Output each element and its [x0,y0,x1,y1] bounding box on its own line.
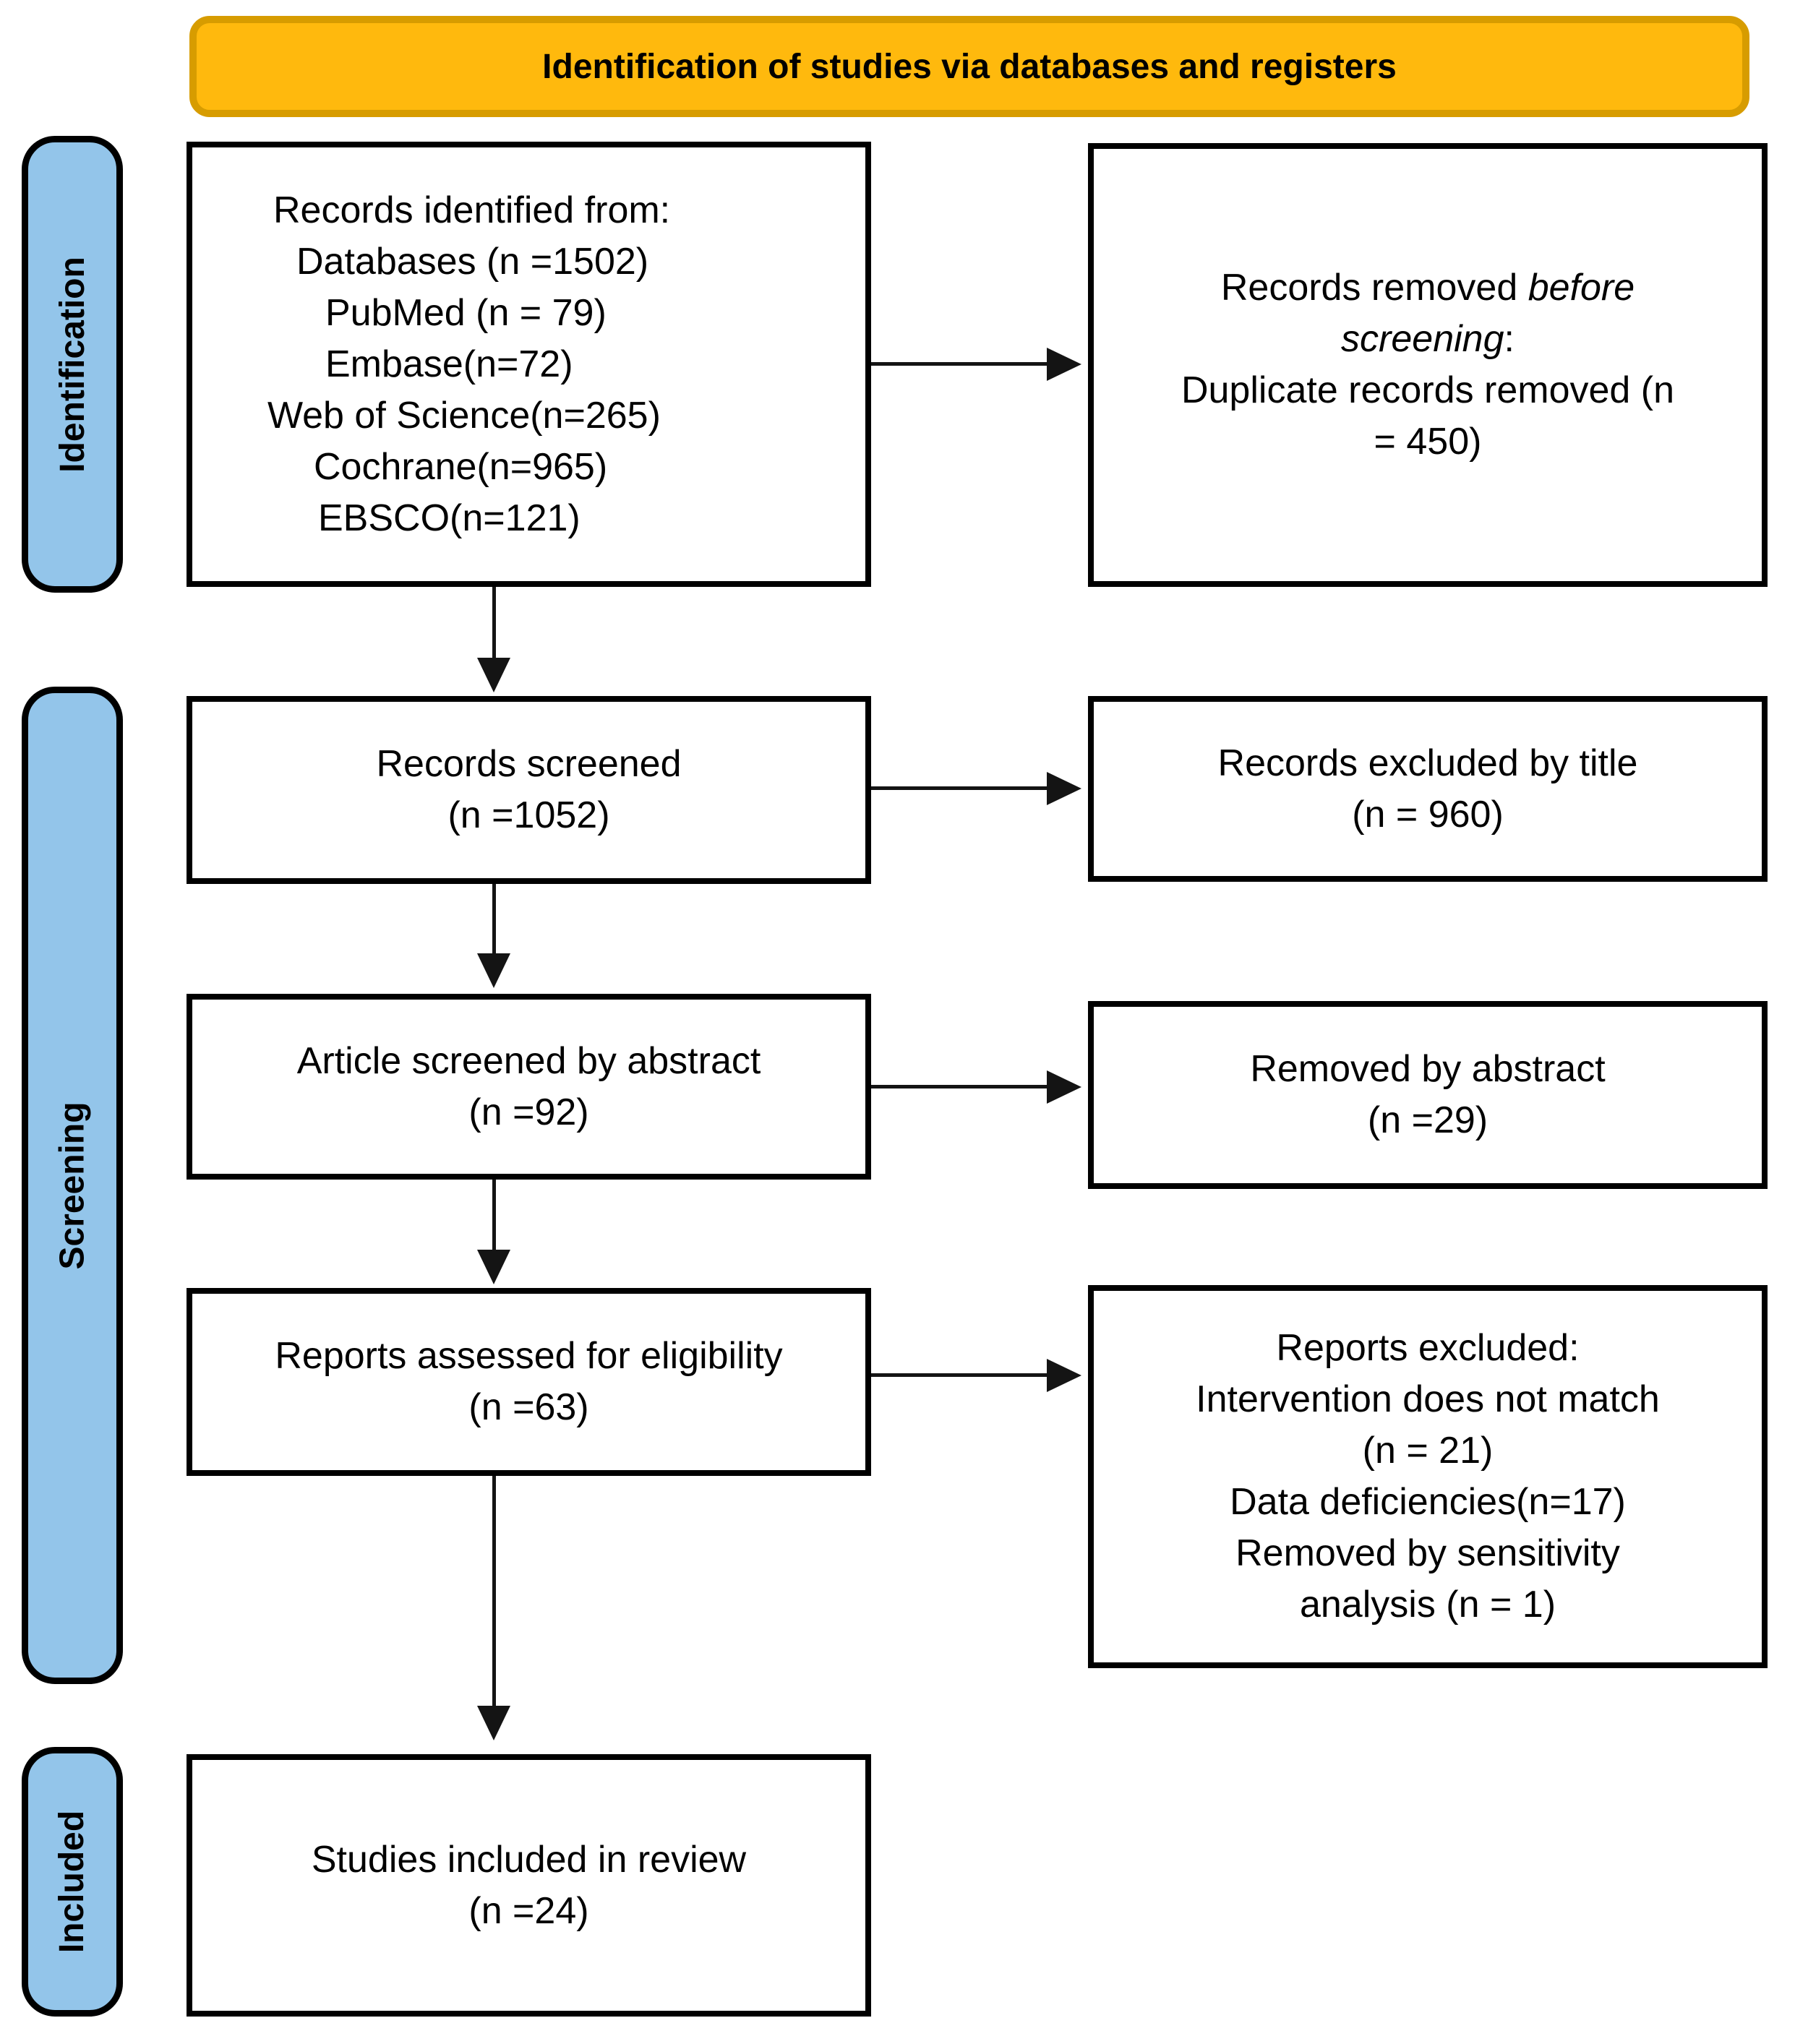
records-identified-line: EBSCO(n=121) [318,497,581,539]
reports-excluded-line: Removed by sensitivity [1235,1532,1620,1574]
arrow-assessed-to-included-head [477,1706,510,1740]
arrow-assessed-to-reports-excluded-head [1047,1359,1081,1392]
arrow-screened-to-abstract-head [477,953,510,988]
box-studies-included: Studies included in review (n =24) [187,1754,871,2017]
stage-label-included-text: Included [53,1810,92,1954]
box-records-excluded-by-title: Records excluded by title (n = 960) [1088,696,1768,882]
records-identified-line: Cochrane(n=965) [314,445,608,488]
stage-label-identification: Identification [22,136,123,593]
reports-excluded-line: Reports excluded: [1276,1327,1580,1369]
records-removed-line: = 450) [1374,421,1482,463]
records-removed-line: screening: [1341,318,1515,360]
arrow-assessed-to-included [492,1476,496,1707]
stage-label-screening-text: Screening [53,1101,92,1270]
records-identified-line: Records identified from: [273,189,671,231]
box-reports-assessed: Reports assessed for eligibility (n =63) [187,1288,871,1476]
records-removed-line: Records removed before [1220,267,1635,309]
article-screened-count: (n =92) [468,1091,589,1133]
reports-excluded-line: Intervention does not match [1196,1378,1660,1420]
arrow-screened-to-abstract [492,884,496,955]
box-removed-by-abstract: Removed by abstract (n =29) [1088,1001,1768,1189]
stage-label-identification-text: Identification [53,256,92,473]
records-excluded-count: (n = 960) [1352,793,1504,836]
arrow-identified-to-removed [871,362,1048,366]
arrow-assessed-to-reports-excluded [871,1373,1048,1377]
arrow-identified-to-removed-head [1047,348,1081,381]
studies-included-line: Studies included in review [311,1838,747,1881]
arrow-abstract-to-removed-abstract [871,1085,1048,1088]
banner-title: Identification of studies via databases … [542,47,1397,86]
reports-excluded-line: (n = 21) [1362,1430,1494,1472]
records-identified-line: Databases (n =1502) [296,240,649,283]
records-screened-count: (n =1052) [447,794,610,836]
records-excluded-line: Records excluded by title [1217,742,1638,784]
arrow-abstract-to-assessed [492,1180,496,1251]
removed-by-abstract-line: Removed by abstract [1250,1048,1606,1090]
reports-excluded-line: Data deficiencies(n=17) [1230,1481,1626,1523]
box-reports-excluded: Reports excluded: Intervention does not … [1088,1285,1768,1668]
reports-excluded-line: analysis (n = 1) [1299,1584,1556,1626]
arrow-abstract-to-assessed-head [477,1250,510,1284]
banner: Identification of studies via databases … [189,16,1749,117]
studies-included-count: (n =24) [468,1889,589,1932]
reports-assessed-count: (n =63) [468,1386,589,1428]
arrow-screened-to-excluded-title-head [1047,772,1081,805]
arrow-abstract-to-removed-abstract-head [1047,1070,1081,1104]
records-removed-line: Duplicate records removed (n [1181,369,1675,411]
reports-assessed-line: Reports assessed for eligibility [275,1335,783,1377]
stage-label-included: Included [22,1747,123,2017]
box-records-removed-before-screening: Records removed before screening: Duplic… [1088,143,1768,587]
records-identified-line: Embase(n=72) [325,343,573,385]
records-identified-line: PubMed (n = 79) [325,291,607,334]
box-article-screened-by-abstract: Article screened by abstract (n =92) [187,994,871,1180]
stage-label-screening: Screening [22,687,123,1684]
removed-by-abstract-count: (n =29) [1367,1099,1488,1141]
records-identified-line: Web of Science(n=265) [267,394,661,437]
box-records-screened: Records screened (n =1052) [187,696,871,884]
records-screened-line: Records screened [376,743,682,785]
arrow-identified-to-screened-head [477,658,510,692]
box-records-identified: Records identified from: Databases (n =1… [187,142,871,587]
article-screened-line: Article screened by abstract [296,1039,761,1082]
arrow-screened-to-excluded-title [871,786,1048,790]
arrow-identified-to-screened [492,587,496,659]
